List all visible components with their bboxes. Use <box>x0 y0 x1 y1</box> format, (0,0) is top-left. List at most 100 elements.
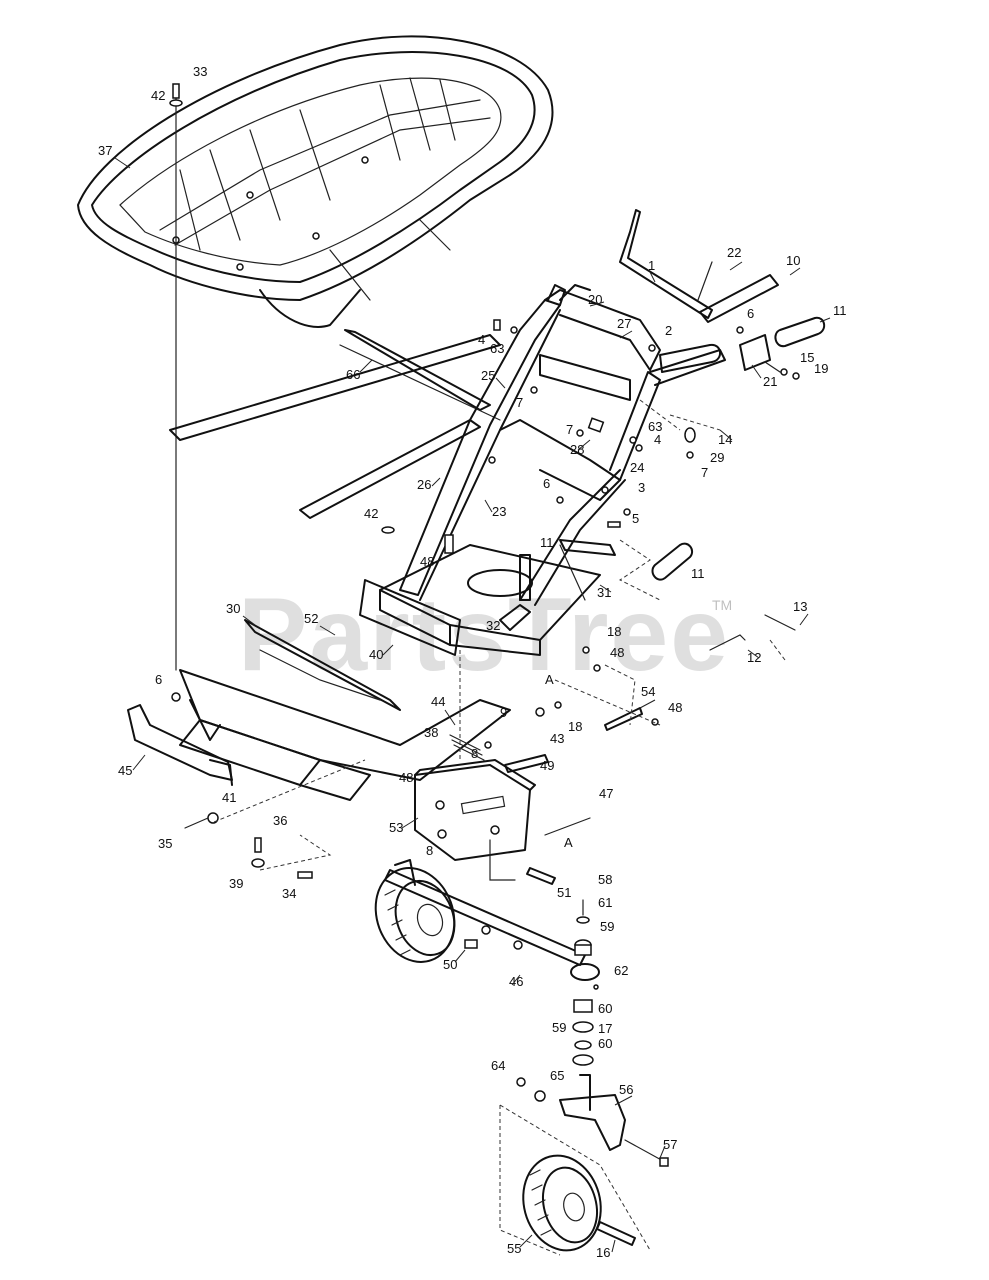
label-28: 28 <box>570 442 584 457</box>
lever-10 <box>699 274 779 323</box>
label-A: A <box>545 672 554 687</box>
label-16: 16 <box>596 1245 610 1260</box>
brace-66 <box>169 329 501 519</box>
label-12: 12 <box>747 650 761 665</box>
label-60: 60 <box>598 1001 612 1016</box>
label-11c: 11 <box>691 566 705 581</box>
label-A2: A <box>564 835 573 850</box>
spreader-deck <box>179 619 511 801</box>
caster-stack <box>572 899 594 1066</box>
assembly-dashes <box>213 399 786 871</box>
label-64: 64 <box>491 1058 505 1073</box>
label-1: 1 <box>648 258 655 273</box>
wheel-outline-dashes <box>499 1104 651 1256</box>
label-31: 31 <box>597 585 611 600</box>
label-7c: 7 <box>701 465 708 480</box>
label-63b: 63 <box>648 419 662 434</box>
label-13: 13 <box>793 599 807 614</box>
spring-22 <box>697 261 713 301</box>
label-5: 5 <box>632 511 639 526</box>
label-59: 59 <box>600 919 614 934</box>
label-48b: 48 <box>610 645 624 660</box>
label-3: 3 <box>638 480 645 495</box>
label-41: 41 <box>222 790 236 805</box>
label-7: 7 <box>516 395 523 410</box>
spring-38 <box>449 650 485 761</box>
label-27: 27 <box>617 316 631 331</box>
label-11b: 11 <box>540 535 554 550</box>
label-66: 66 <box>346 367 360 382</box>
left-wheel <box>374 867 456 963</box>
label-22: 22 <box>727 245 741 260</box>
deflector-45 <box>127 704 233 786</box>
front-wheel <box>522 1154 602 1252</box>
bolt-33 <box>172 83 180 99</box>
label-48d: 48 <box>399 770 413 785</box>
label-23: 23 <box>492 504 506 519</box>
label-50: 50 <box>443 957 457 972</box>
bolt-57 <box>624 1139 669 1167</box>
label-6: 6 <box>747 306 754 321</box>
control-rod-1 <box>619 209 713 319</box>
label-58: 58 <box>598 872 612 887</box>
mount-plate <box>359 534 616 656</box>
label-33: 33 <box>193 64 207 79</box>
label-49: 49 <box>540 758 554 773</box>
label-63: 63 <box>490 341 504 356</box>
label-6c: 6 <box>155 672 162 687</box>
label-39: 39 <box>229 876 243 891</box>
label-42b: 42 <box>364 506 378 521</box>
hopper-tub <box>77 35 554 328</box>
label-15: 15 <box>800 350 814 365</box>
grip-11-lower <box>651 542 694 581</box>
caster-fork-56 <box>559 1074 626 1151</box>
washer-42-top <box>169 99 183 107</box>
label-11: 11 <box>833 303 847 318</box>
label-45: 45 <box>118 763 132 778</box>
label-55: 55 <box>507 1241 521 1256</box>
label-7b: 7 <box>566 422 573 437</box>
label-51: 51 <box>557 885 571 900</box>
label-38: 38 <box>424 725 438 740</box>
leader-lines <box>114 157 831 1253</box>
label-53: 53 <box>389 820 403 835</box>
label-4: 4 <box>478 332 485 347</box>
label-46: 46 <box>509 974 523 989</box>
axle-16 <box>596 1221 636 1246</box>
label-65: 65 <box>550 1068 564 1083</box>
bracket-21 <box>739 334 781 373</box>
label-9: 9 <box>500 705 507 720</box>
label-62: 62 <box>614 963 628 978</box>
label-36: 36 <box>273 813 287 828</box>
label-61: 61 <box>598 895 612 910</box>
label-18b: 18 <box>568 719 582 734</box>
handle-frame <box>399 284 726 606</box>
axle-bracket-53 <box>414 759 536 881</box>
label-57: 57 <box>663 1137 677 1152</box>
pin-49 <box>504 754 549 773</box>
label-60b: 60 <box>598 1036 612 1051</box>
pin-51 <box>526 867 556 885</box>
grip-11-upper <box>774 316 826 348</box>
watermark-tm: TM <box>712 597 732 613</box>
label-32: 32 <box>486 618 500 633</box>
label-26: 26 <box>417 477 431 492</box>
label-19: 19 <box>814 361 828 376</box>
label-48c: 48 <box>668 700 682 715</box>
bolt-47 <box>544 817 591 836</box>
label-6b: 6 <box>543 476 550 491</box>
label-25: 25 <box>481 368 495 383</box>
hardware <box>171 319 800 1102</box>
label-35: 35 <box>158 836 172 851</box>
label-21: 21 <box>763 374 777 389</box>
label-42: 42 <box>151 88 165 103</box>
label-8b: 8 <box>426 843 433 858</box>
label-17: 17 <box>598 1021 612 1036</box>
label-2: 2 <box>665 323 672 338</box>
label-29: 29 <box>710 450 724 465</box>
label-56: 56 <box>619 1082 633 1097</box>
label-14: 14 <box>718 432 732 447</box>
label-24: 24 <box>630 460 644 475</box>
label-59b: 59 <box>552 1020 566 1035</box>
